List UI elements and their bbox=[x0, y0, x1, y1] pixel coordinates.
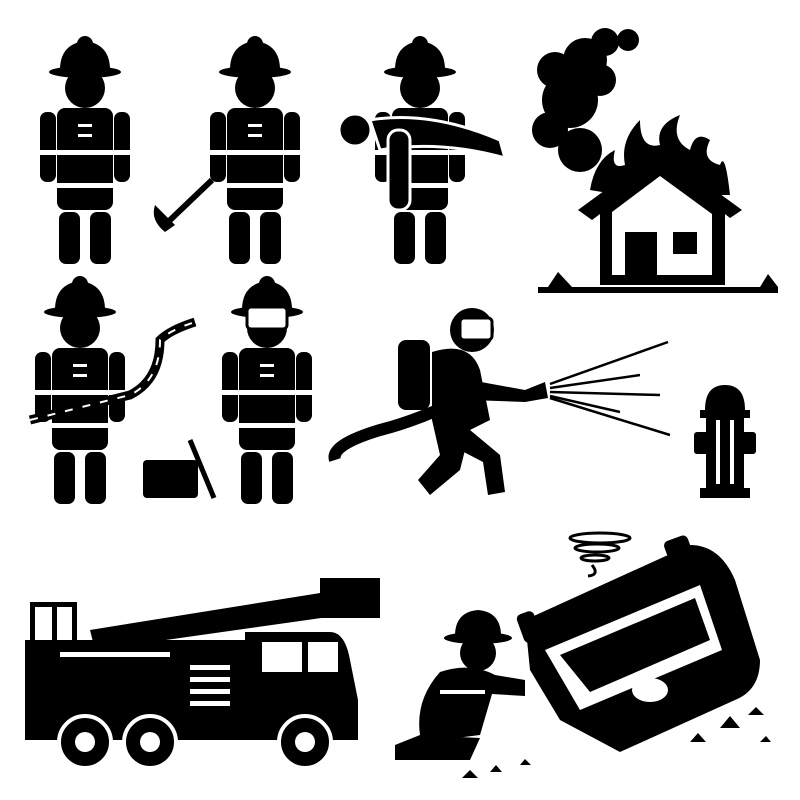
debris-icon bbox=[462, 707, 771, 778]
kneeling-firefighter-icon bbox=[395, 610, 525, 760]
ladder-icon bbox=[90, 585, 378, 650]
firefighter-holding-hose-icon bbox=[28, 276, 217, 504]
ground-line bbox=[538, 287, 778, 293]
fire-hydrant-icon bbox=[694, 385, 756, 498]
tornado-smoke-icon bbox=[568, 531, 632, 578]
firefighter-spraying-water-icon bbox=[328, 308, 671, 495]
air-tank-icon bbox=[398, 340, 430, 410]
house-door bbox=[625, 232, 657, 284]
water-spray-icon bbox=[549, 340, 671, 437]
firefighter-rescuing-child-icon bbox=[337, 36, 508, 264]
firefighter-with-axe-icon bbox=[153, 36, 300, 264]
firefighter-standing-icon bbox=[40, 36, 130, 264]
nozzle-icon bbox=[470, 380, 548, 402]
firefighter-at-car-crash-icon bbox=[395, 531, 771, 778]
axe-handle bbox=[165, 177, 215, 225]
smoke-icon bbox=[532, 28, 639, 172]
child-icon bbox=[337, 112, 508, 212]
fire-truck-icon bbox=[25, 578, 380, 770]
equipment-bag-icon bbox=[143, 460, 198, 498]
hose-icon bbox=[328, 389, 473, 462]
burning-house-icon bbox=[532, 28, 778, 293]
wheel-icon bbox=[57, 714, 333, 770]
axe-head-icon bbox=[153, 205, 175, 232]
overturned-car-icon bbox=[516, 535, 760, 752]
house-window bbox=[673, 232, 697, 254]
trapped-victim-icon bbox=[632, 678, 668, 702]
face-mask-icon bbox=[245, 305, 289, 331]
firefighter-in-mask-icon bbox=[222, 276, 312, 504]
